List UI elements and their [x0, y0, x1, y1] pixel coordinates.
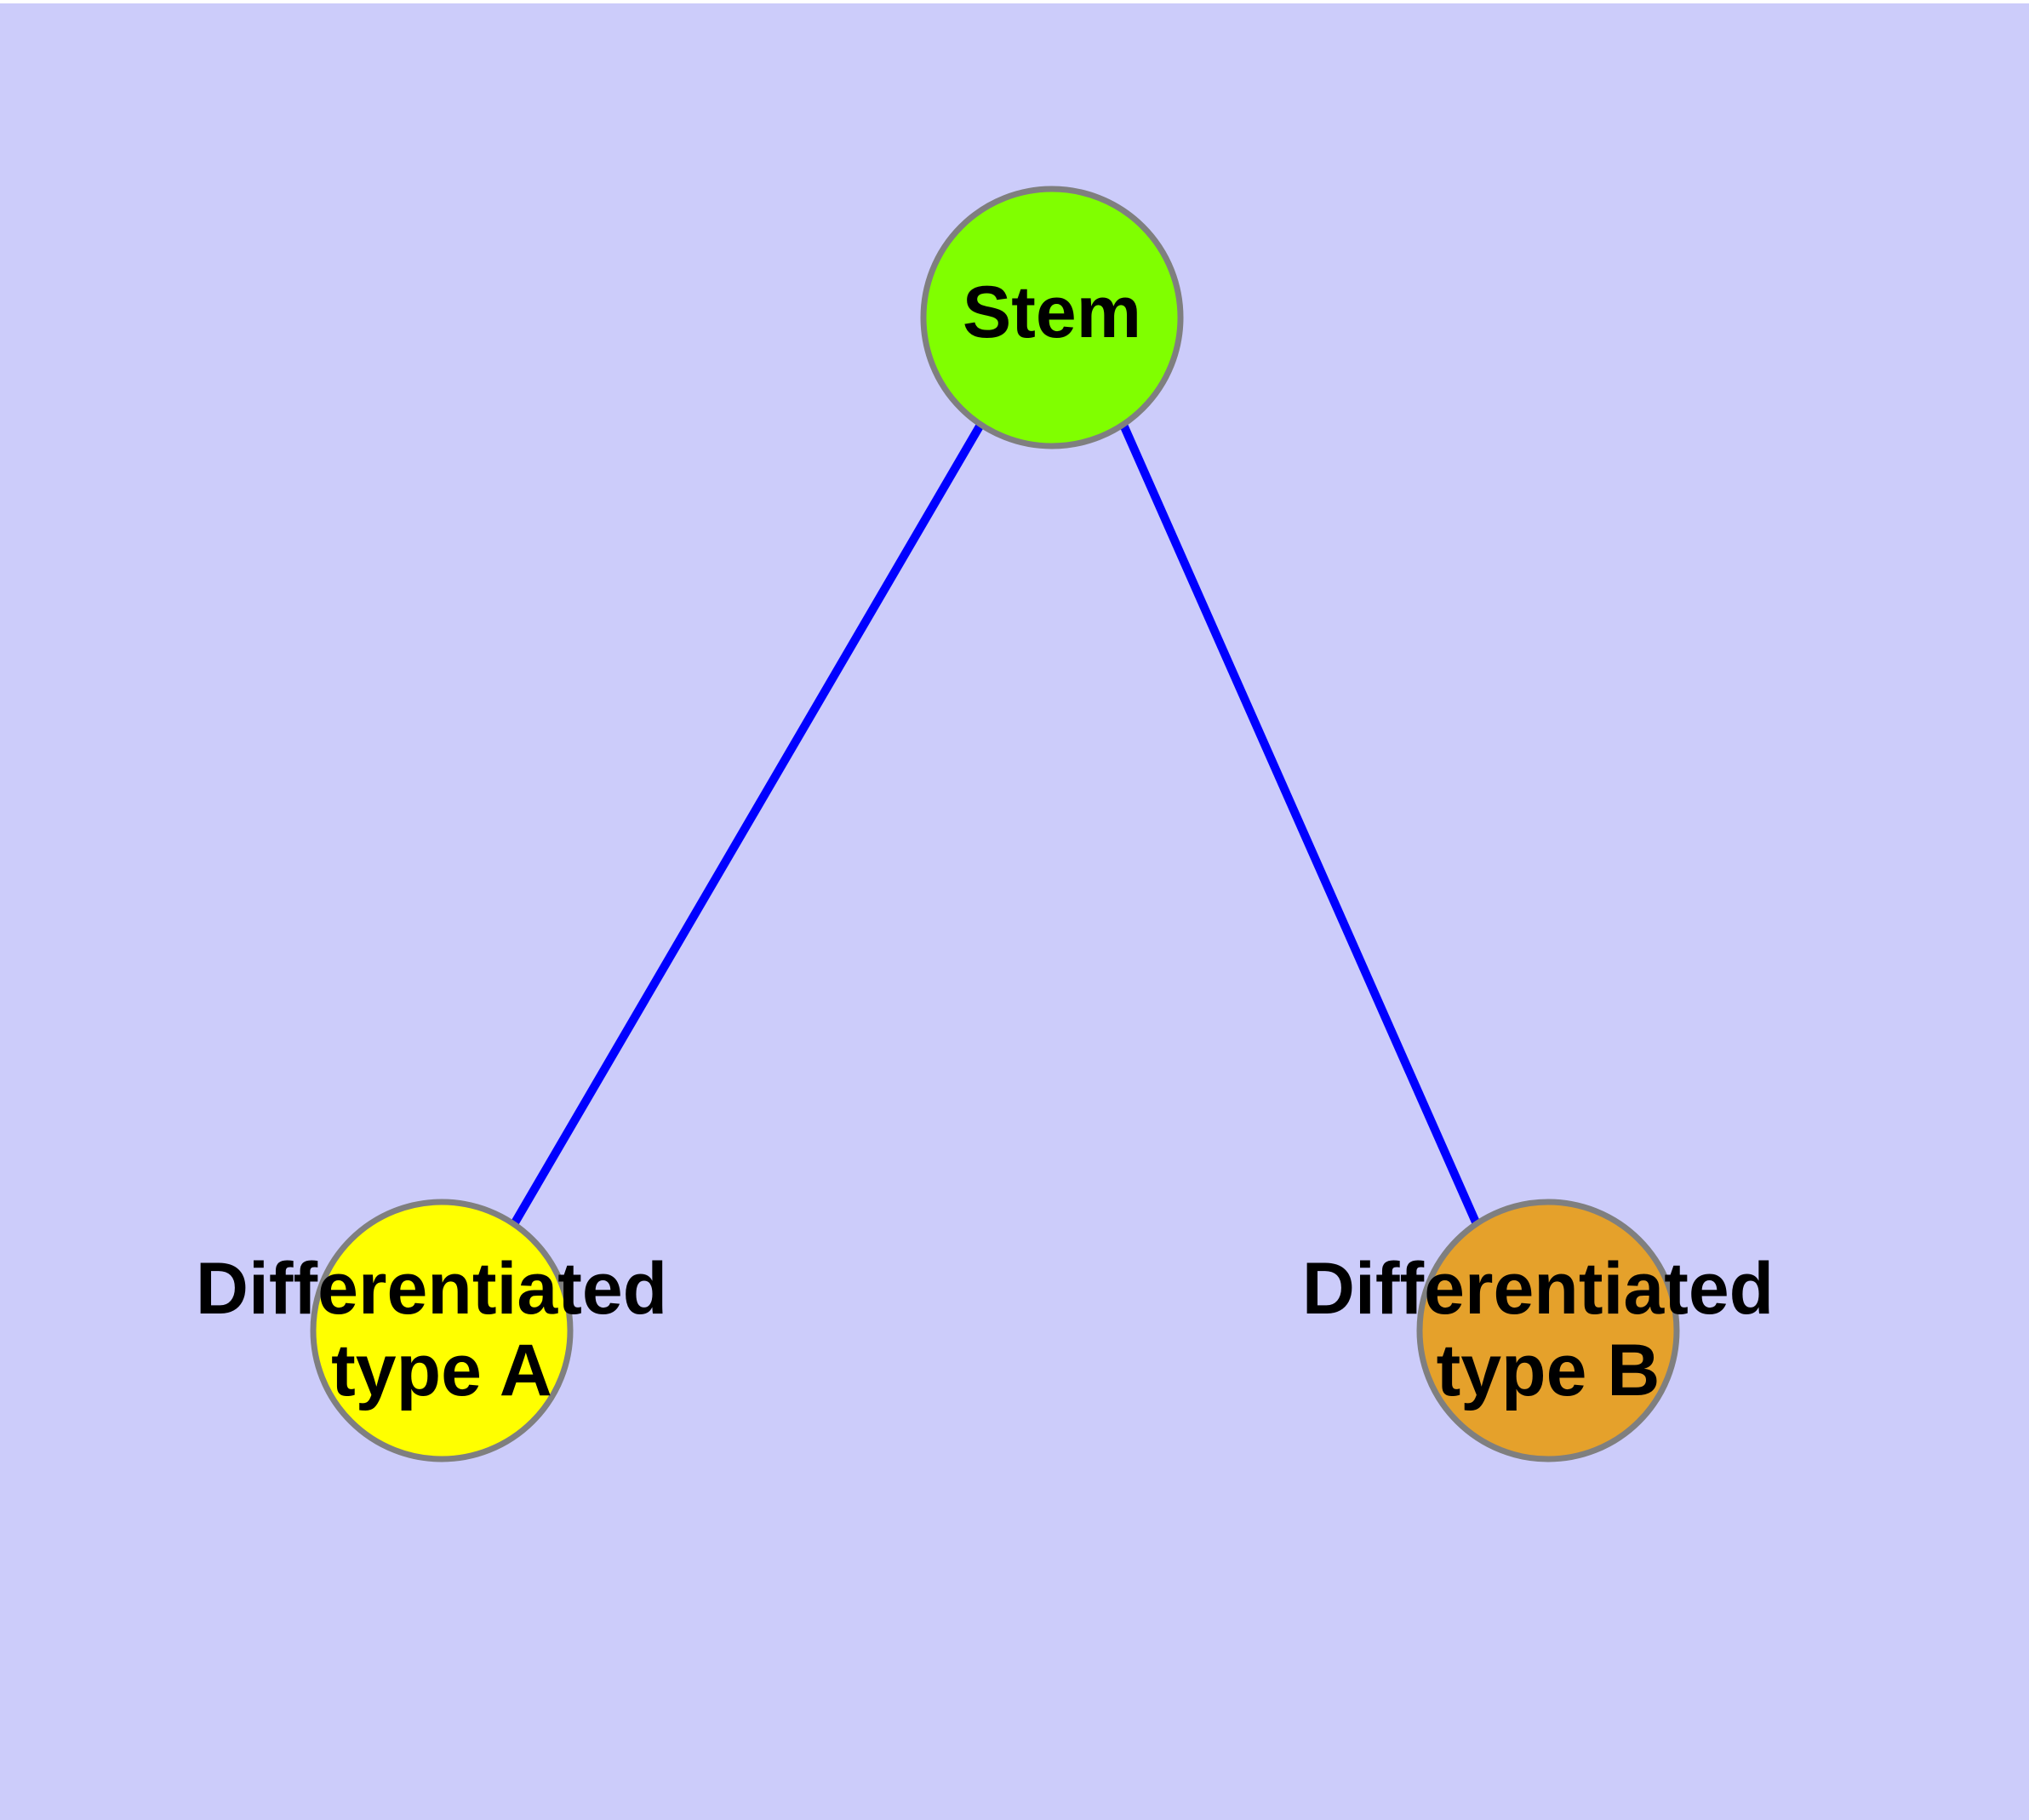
node-stem-label: Stem	[963, 272, 1141, 353]
node-stem[interactable]: Stem	[920, 186, 1184, 449]
edge-stem-to-diff-b	[1119, 422, 1481, 1227]
edge-layer	[510, 422, 1481, 1227]
node-diff-b[interactable]: Differentiated type B	[1302, 1199, 1794, 1462]
edge-stem-to-diff-a	[510, 422, 985, 1227]
node-stem-circle[interactable]	[920, 186, 1184, 449]
node-layer: Stem Differentiated type A Differentiate…	[196, 186, 1794, 1462]
node-diff-a-circle[interactable]	[310, 1199, 574, 1462]
node-diff-a-label-line-1: Differentiated	[196, 1248, 667, 1330]
node-diff-b-label-line-2: type B	[1437, 1330, 1660, 1411]
node-diff-a-label-line-2: type A	[331, 1330, 552, 1411]
node-diff-a[interactable]: Differentiated type A	[196, 1199, 688, 1462]
node-stem-label-line-1: Stem	[963, 272, 1141, 353]
node-diff-a-label: Differentiated type A	[196, 1248, 688, 1411]
node-diff-b-circle[interactable]	[1416, 1199, 1680, 1462]
node-diff-b-label: Differentiated type B	[1302, 1248, 1794, 1411]
node-diff-b-label-line-1: Differentiated	[1302, 1248, 1774, 1330]
